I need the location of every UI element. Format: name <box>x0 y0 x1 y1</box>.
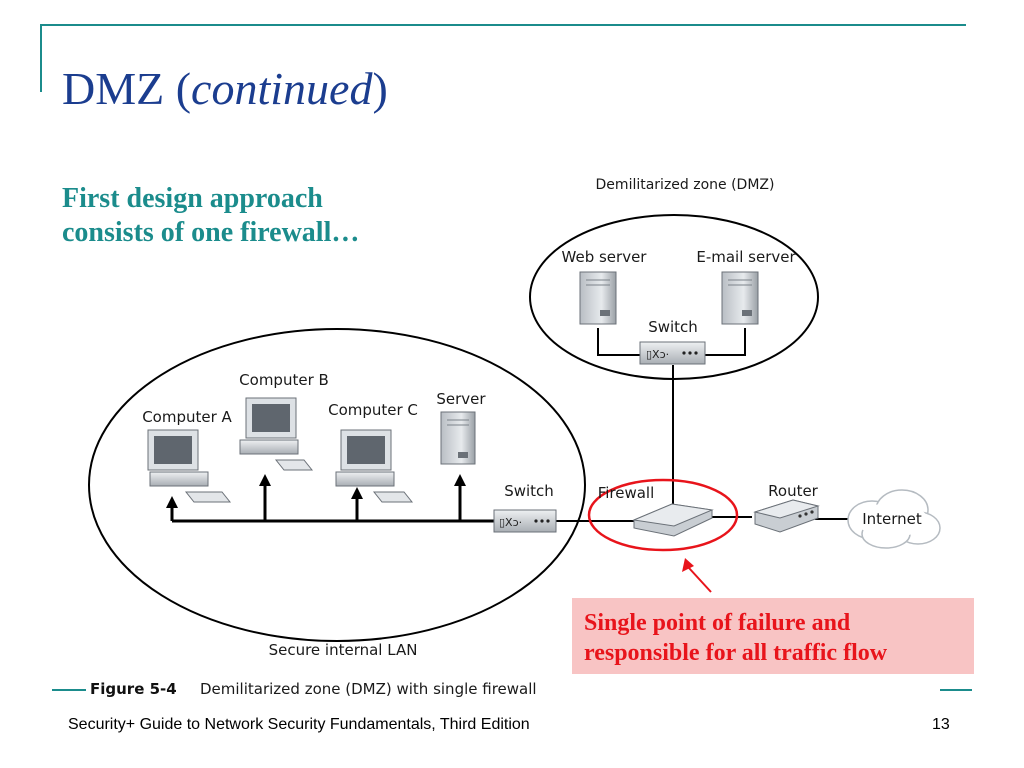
firewall-highlight-ring <box>587 478 739 552</box>
figure-caption: Demilitarized zone (DMZ) with single fir… <box>200 680 537 698</box>
dmz-switch-icon: ▯Xɔ· <box>639 341 706 365</box>
computer-c-label: Computer C <box>328 401 418 419</box>
title-end: ) <box>372 63 388 114</box>
web-server-icon <box>579 271 617 325</box>
firewall-icon <box>632 503 714 537</box>
callout-line-2: responsible for all traffic flow <box>584 640 888 666</box>
arrow-computer-b <box>259 474 271 521</box>
server-label: Server <box>436 390 486 408</box>
web-server-label: Web server <box>562 248 648 266</box>
footer-text: Security+ Guide to Network Security Fund… <box>68 716 530 733</box>
frame-left-line <box>40 24 42 92</box>
firewall-label: Firewall <box>598 484 655 502</box>
router-icon <box>753 499 820 533</box>
email-server-icon <box>721 271 759 325</box>
frame-top-line <box>40 24 966 26</box>
computer-b-icon <box>239 397 314 471</box>
arrow-computer-a <box>166 496 178 521</box>
lan-label: Secure internal LAN <box>269 641 418 659</box>
svg-text:▯Xɔ·: ▯Xɔ· <box>499 516 522 529</box>
callout-arrow <box>682 558 712 593</box>
subtitle-line-2: consists of one firewall… <box>62 217 360 248</box>
lan-switch-label: Switch <box>504 482 554 500</box>
internet-cloud-core <box>856 503 928 537</box>
arrow-server <box>454 474 466 521</box>
computer-b-label: Computer B <box>239 371 329 389</box>
lan-ellipse <box>88 328 586 642</box>
computer-a-label: Computer A <box>142 408 232 426</box>
subtitle-line-1: First design approach <box>62 183 323 214</box>
page-title: DMZ (continued) <box>62 62 388 115</box>
dmz-label: Demilitarized zone (DMZ) <box>596 177 775 193</box>
svg-text:▯Xɔ·: ▯Xɔ· <box>646 348 669 361</box>
figure-number: Figure 5-4 <box>90 680 177 698</box>
lan-switch-icon: ▯Xɔ· <box>493 509 557 533</box>
arrow-computer-c <box>351 487 363 521</box>
computer-c-icon <box>335 429 414 503</box>
router-label: Router <box>768 482 819 500</box>
email-server-label: E-mail server <box>696 248 796 266</box>
callout-box: Single point of failure and responsible … <box>572 598 974 674</box>
callout-line-1: Single point of failure and <box>584 610 851 636</box>
lan-server-icon <box>440 411 476 465</box>
dmz-switch-label: Switch <box>648 318 698 336</box>
internet-label: Internet <box>862 510 922 528</box>
dmz-link-email <box>705 328 746 356</box>
title-italic: continued <box>191 63 373 114</box>
title-main: DMZ ( <box>62 63 192 114</box>
computer-a-icon <box>147 429 232 503</box>
subtitle: First design approach consists of one fi… <box>62 182 462 250</box>
dmz-link-web <box>597 328 640 356</box>
page-number: 13 <box>932 716 950 733</box>
